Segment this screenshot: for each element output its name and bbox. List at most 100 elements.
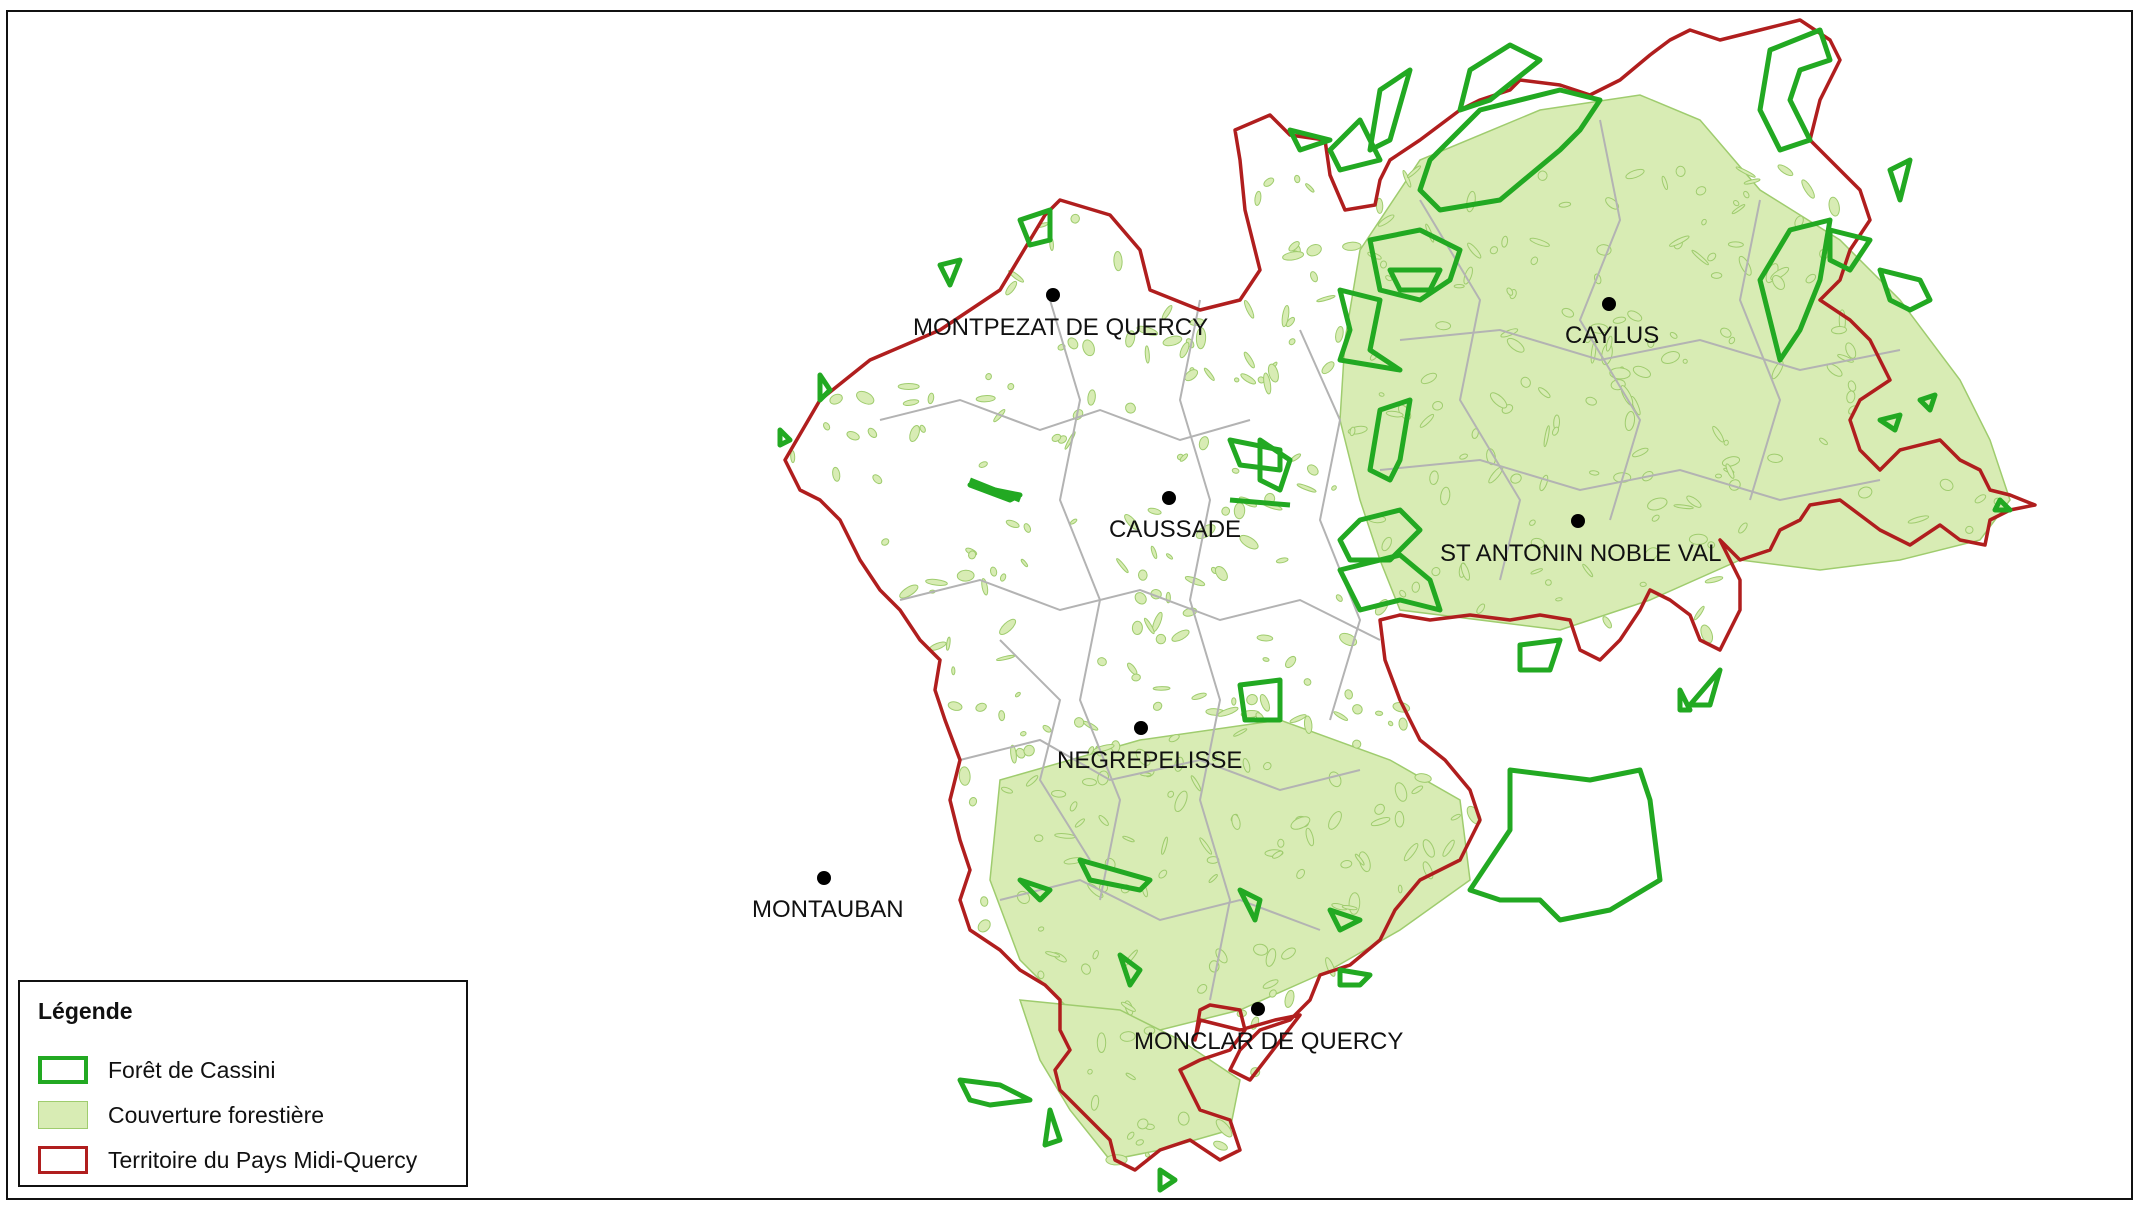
- forest-patch: [1321, 361, 1335, 375]
- forest-patch: [1259, 693, 1271, 712]
- forest-patch: [1420, 372, 1438, 385]
- forest-patch: [1051, 789, 1067, 798]
- forest-patch: [1743, 178, 1761, 185]
- forest-patch: [1171, 629, 1190, 642]
- forest-patch: [1025, 775, 1039, 787]
- cassini-forest: [1687, 667, 1723, 708]
- forest-patch: [1131, 673, 1141, 682]
- forest-patch: [1262, 979, 1279, 989]
- forest-patch: [1720, 327, 1732, 338]
- forest-patch: [1240, 373, 1257, 385]
- forest-patch: [1644, 547, 1659, 561]
- forest-patch: [947, 701, 963, 711]
- forest-patch: [1126, 1131, 1135, 1140]
- commune-border: [1578, 119, 1642, 521]
- forest-patch: [1155, 633, 1167, 645]
- forest-patch: [1239, 534, 1259, 550]
- forest-patch: [1558, 201, 1572, 208]
- forest-patch: [867, 427, 878, 438]
- forest-patch: [1199, 837, 1213, 855]
- forest-patch: [1543, 425, 1550, 448]
- forest-patch: [1211, 754, 1218, 762]
- forest-patch: [1263, 177, 1275, 187]
- forest-patch: [1432, 401, 1444, 411]
- cassini-forest-layer: [777, 27, 2013, 1193]
- commune-border: [999, 878, 1321, 931]
- forest-patch: [1263, 762, 1272, 771]
- forest-patch: [1125, 330, 1136, 348]
- forest-patch: [1733, 200, 1740, 207]
- cassini-forest: [1237, 677, 1283, 723]
- cassini-forest: [1877, 412, 1903, 433]
- forest-patch: [1529, 237, 1550, 247]
- forest-patch: [1242, 758, 1251, 773]
- forest-patch: [1805, 273, 1817, 284]
- forest-patch: [1150, 545, 1158, 560]
- forest-patch: [1777, 164, 1794, 177]
- forest-patch: [1331, 485, 1337, 491]
- forest-patch: [1632, 447, 1649, 458]
- forest-patch: [1147, 507, 1162, 515]
- forest-patch: [1537, 170, 1548, 181]
- forest-patch: [1385, 275, 1393, 282]
- forest-patch: [1135, 748, 1151, 766]
- forest-patch: [1846, 390, 1856, 404]
- forest-patch: [1262, 657, 1270, 662]
- forest-patch: [1195, 327, 1207, 350]
- forest-patch: [1007, 383, 1015, 391]
- forest-patch: [1435, 321, 1452, 331]
- forest-patch: [1161, 836, 1168, 855]
- forest-patch: [1431, 567, 1441, 577]
- town-label: ST ANTONIN NOBLE VAL: [1440, 540, 1721, 567]
- forest-patch: [1585, 396, 1597, 406]
- forest-patch: [1467, 242, 1482, 259]
- forest-patch: [1116, 558, 1129, 574]
- forest-patch: [1097, 657, 1107, 667]
- forest-patch: [1538, 387, 1551, 399]
- cassini-forest: [1992, 497, 2013, 513]
- forest-patch: [1074, 818, 1086, 828]
- cassini-forest: [1887, 157, 1913, 203]
- forest-patch: [1399, 589, 1407, 598]
- forest-patch: [1082, 778, 1097, 787]
- forest-patch: [1005, 519, 1020, 529]
- forest-patch: [1673, 504, 1694, 510]
- forest-patch: [1234, 377, 1240, 383]
- forest-patch: [1267, 363, 1279, 383]
- forest-patch: [1686, 495, 1702, 508]
- forest-patch: [1162, 335, 1183, 347]
- forest-patch: [1135, 1139, 1144, 1146]
- commune-border: [879, 398, 1251, 442]
- forest-patch: [951, 666, 956, 676]
- forest-patch: [1589, 323, 1609, 334]
- forest-patch: [1191, 692, 1207, 700]
- forest-patch: [1489, 246, 1499, 255]
- legend-label: Forêt de Cassini: [108, 1057, 276, 1083]
- forest-patch: [1625, 168, 1645, 180]
- forest-patch: [1506, 337, 1525, 353]
- forest-patch: [945, 636, 951, 651]
- cassini-forest: [967, 482, 1023, 503]
- forest-patch: [1179, 453, 1189, 462]
- forest-patch: [829, 393, 843, 405]
- forest-patch: [1275, 557, 1289, 564]
- forest-patch: [1277, 838, 1285, 848]
- cassini-forest: [1917, 392, 1938, 413]
- legend-item-forest-cover: Couverture forestière: [38, 1097, 458, 1133]
- forest-patch: [1627, 310, 1643, 322]
- forest-patch: [1669, 331, 1678, 339]
- forest-patch: [1090, 1094, 1100, 1111]
- forest-patch: [1190, 775, 1202, 792]
- forest-patch: [1342, 241, 1362, 251]
- forest-patch: [1096, 1032, 1107, 1053]
- forest-patch: [1333, 711, 1349, 721]
- forest-patch: [1303, 678, 1312, 686]
- town-label: NEGREPELISSE: [1057, 747, 1242, 774]
- forest-patch: [1328, 811, 1342, 830]
- forest-patch: [1335, 594, 1343, 602]
- forest-patch: [1310, 271, 1318, 283]
- forest-patch: [1374, 803, 1385, 815]
- forest-patch: [1715, 473, 1722, 479]
- forest-patch: [1630, 396, 1641, 416]
- cassini-forest: [1327, 907, 1363, 933]
